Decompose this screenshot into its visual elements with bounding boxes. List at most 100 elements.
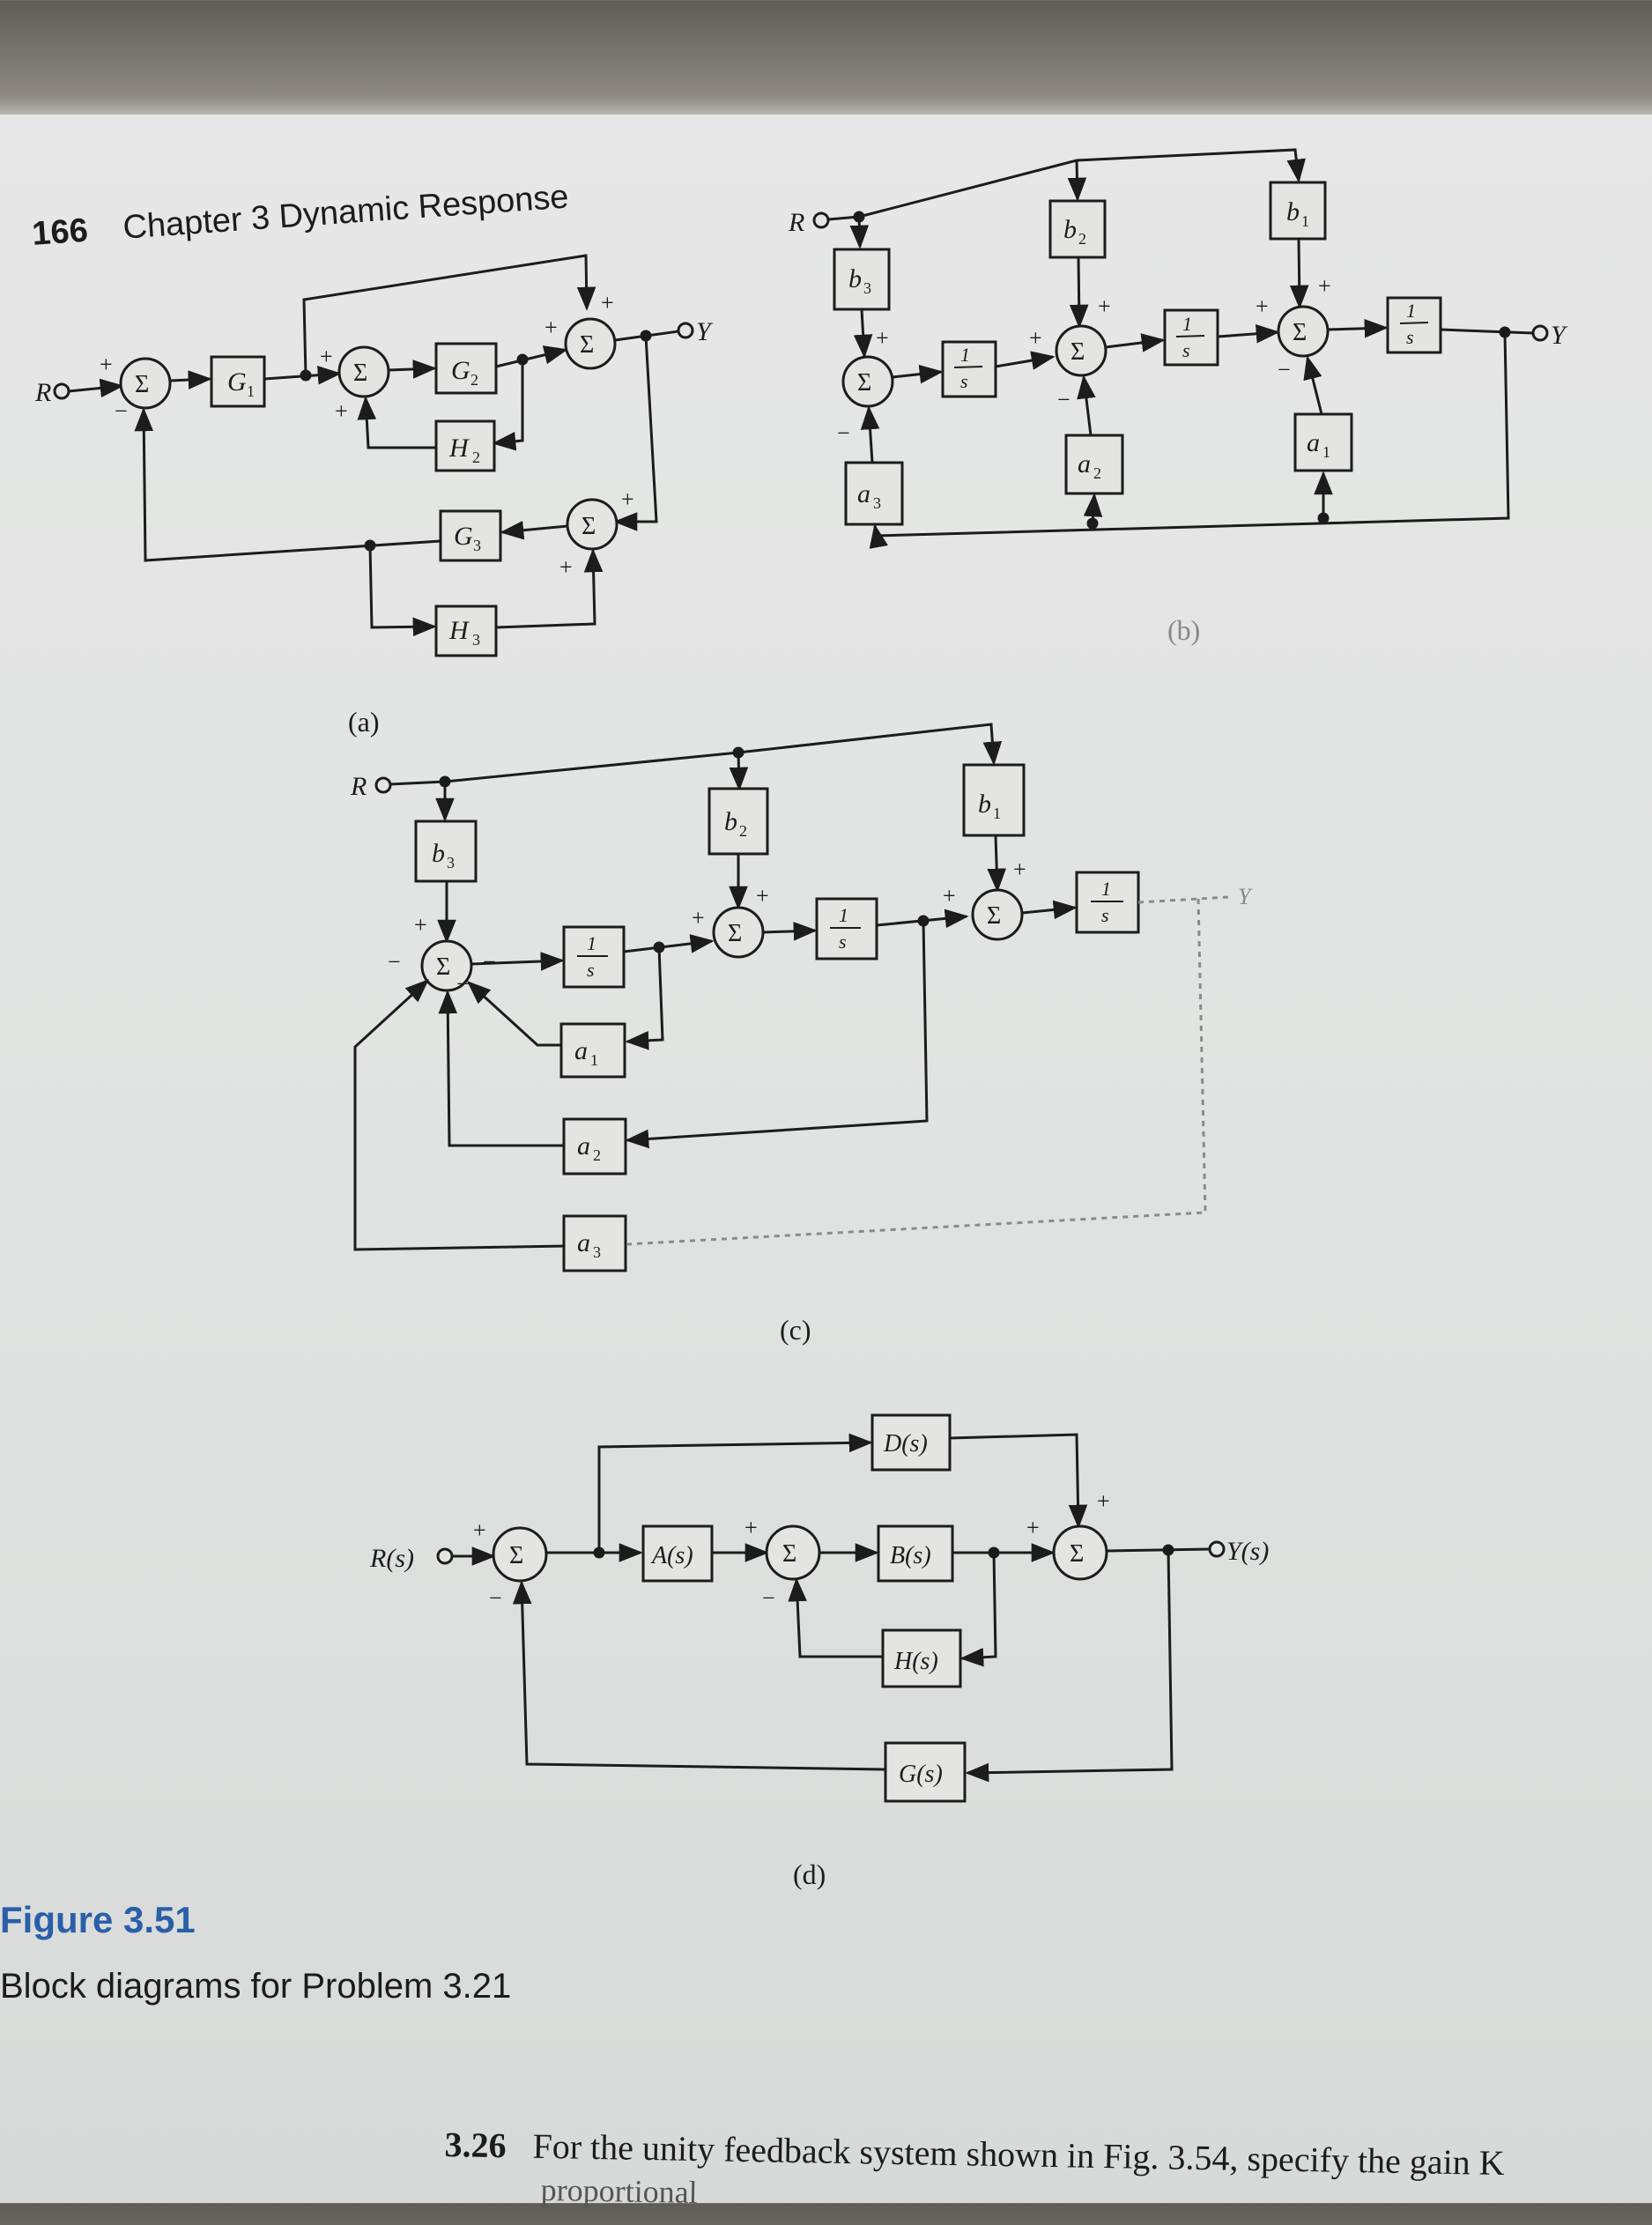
b-a1-sub: 1 (1322, 443, 1330, 461)
b-a3-label: a (857, 479, 870, 508)
b-b2-label: b (1063, 215, 1077, 244)
c-int1-den: s (587, 959, 595, 981)
diagram-c (353, 723, 1230, 1272)
c-block-b1 (962, 763, 1026, 837)
a-h3-label: H (448, 616, 470, 645)
b-b3-sub: 3 (863, 279, 871, 297)
d-minus-1: − (489, 1585, 502, 1611)
b-output-label: Y (1551, 321, 1568, 350)
a-block-g1 (210, 355, 266, 408)
a-g1-sub: 1 (247, 382, 255, 400)
c-int1-num: 1 (587, 932, 596, 954)
b-int1-den: s (960, 370, 968, 392)
b-block-int-1 (941, 340, 997, 398)
b-minus-3: − (1278, 357, 1291, 382)
b-plus-2: + (1029, 325, 1042, 351)
a-plus-7: + (559, 554, 573, 580)
b-b2-sub: 2 (1078, 230, 1086, 248)
c-minus-2: − (483, 949, 496, 975)
c-b3-sub: 3 (447, 854, 455, 871)
c-plus-1: + (414, 912, 427, 938)
d-D-label: D(s) (883, 1430, 928, 1457)
diagram-d (436, 1413, 1226, 1803)
b-b1-label: b (1286, 197, 1300, 226)
c-block-a2 (562, 1117, 627, 1176)
c-sum-3 (971, 888, 1024, 941)
c-b3-label: b (432, 839, 445, 868)
b-int2-num: 1 (1182, 313, 1192, 335)
d-H-label: H(s) (893, 1648, 938, 1675)
a-minus-1: − (115, 398, 128, 424)
c-plus-4: + (943, 883, 956, 909)
d-B-label: B(s) (890, 1542, 931, 1569)
b-minus-1: − (837, 420, 850, 446)
a-output-label: Y (696, 317, 714, 346)
b-int3-num: 1 (1406, 300, 1416, 322)
d-block-G (884, 1741, 967, 1803)
a-h2-sub: 2 (472, 449, 480, 466)
b-plus-1: + (876, 325, 889, 351)
d-plus-4: + (1097, 1488, 1110, 1514)
b-b3-label: b (848, 264, 862, 293)
a-plus-4: + (544, 315, 558, 340)
panel-b-label: (b) (1167, 614, 1200, 646)
panel-c-label: (c) (780, 1314, 811, 1346)
a-g3-label: G (454, 522, 473, 551)
panel-d-label: (d) (793, 1858, 826, 1890)
a-h2-label: H (448, 434, 470, 463)
c-minus-1: − (388, 949, 401, 975)
problem-number: 3.26 (444, 2124, 507, 2166)
c-int2-num: 1 (839, 904, 848, 926)
c-block-b3 (414, 820, 478, 883)
b-a2-sub: 2 (1093, 464, 1101, 482)
d-block-D (870, 1413, 952, 1472)
b-a2-label: a (1078, 449, 1091, 478)
b-int2-den: s (1182, 339, 1190, 361)
b-int3-den: s (1406, 326, 1414, 348)
b-block-a2 (1064, 434, 1124, 495)
d-input-label: R(s) (369, 1544, 414, 1573)
c-minus-3: − (456, 971, 470, 997)
c-a3-sub: 3 (593, 1243, 601, 1261)
c-int3-num: 1 (1101, 878, 1111, 900)
c-sum3-symbol: Σ (987, 902, 1001, 930)
a-g2-sub: 2 (470, 371, 478, 389)
a-g3-sub: 3 (473, 537, 481, 554)
problem-next-line: proportional (540, 2171, 698, 2211)
c-input-label: R (350, 772, 367, 801)
b-block-b2 (1048, 199, 1107, 259)
c-a1-sub: 1 (590, 1051, 598, 1069)
c-sum1-symbol: Σ (436, 953, 450, 981)
b-block-a1 (1293, 412, 1353, 472)
d-output-label: Y(s) (1226, 1537, 1269, 1566)
a-sum2-symbol: Σ (353, 360, 367, 387)
a-sum-symbol: Σ (135, 371, 149, 398)
c-int2-den: s (839, 931, 847, 953)
a-plus-2: + (320, 344, 333, 369)
b-a3-sub: 3 (873, 494, 881, 512)
c-plus-2: + (692, 905, 705, 931)
b-plus-5: + (1318, 273, 1331, 299)
d-sum3-symbol: Σ (1070, 1540, 1084, 1568)
b-sum1-symbol: Σ (857, 369, 871, 397)
a-plus-5: + (601, 290, 614, 315)
a-h3-sub: 3 (472, 631, 480, 649)
a-g1-label: G (227, 367, 247, 397)
diagram-b (812, 148, 1549, 549)
c-b1-sub: 1 (993, 805, 1001, 822)
a-plus-3: + (335, 398, 348, 424)
c-plus-3: + (756, 883, 769, 909)
b-block-int-3 (1386, 296, 1442, 354)
c-a2-sub: 2 (593, 1146, 601, 1164)
d-plus-1: + (473, 1517, 486, 1543)
a-input-label: R (34, 378, 51, 407)
d-sum1-symbol: Σ (509, 1542, 523, 1569)
a-block-h3 (434, 604, 498, 657)
c-a2-label: a (577, 1131, 590, 1161)
a-plus-6: + (621, 486, 634, 512)
b-b1-sub: 1 (1301, 212, 1309, 230)
panel-a-label: (a) (348, 706, 380, 738)
a-plus-1: + (100, 352, 113, 377)
b-block-int-2 (1163, 308, 1219, 367)
